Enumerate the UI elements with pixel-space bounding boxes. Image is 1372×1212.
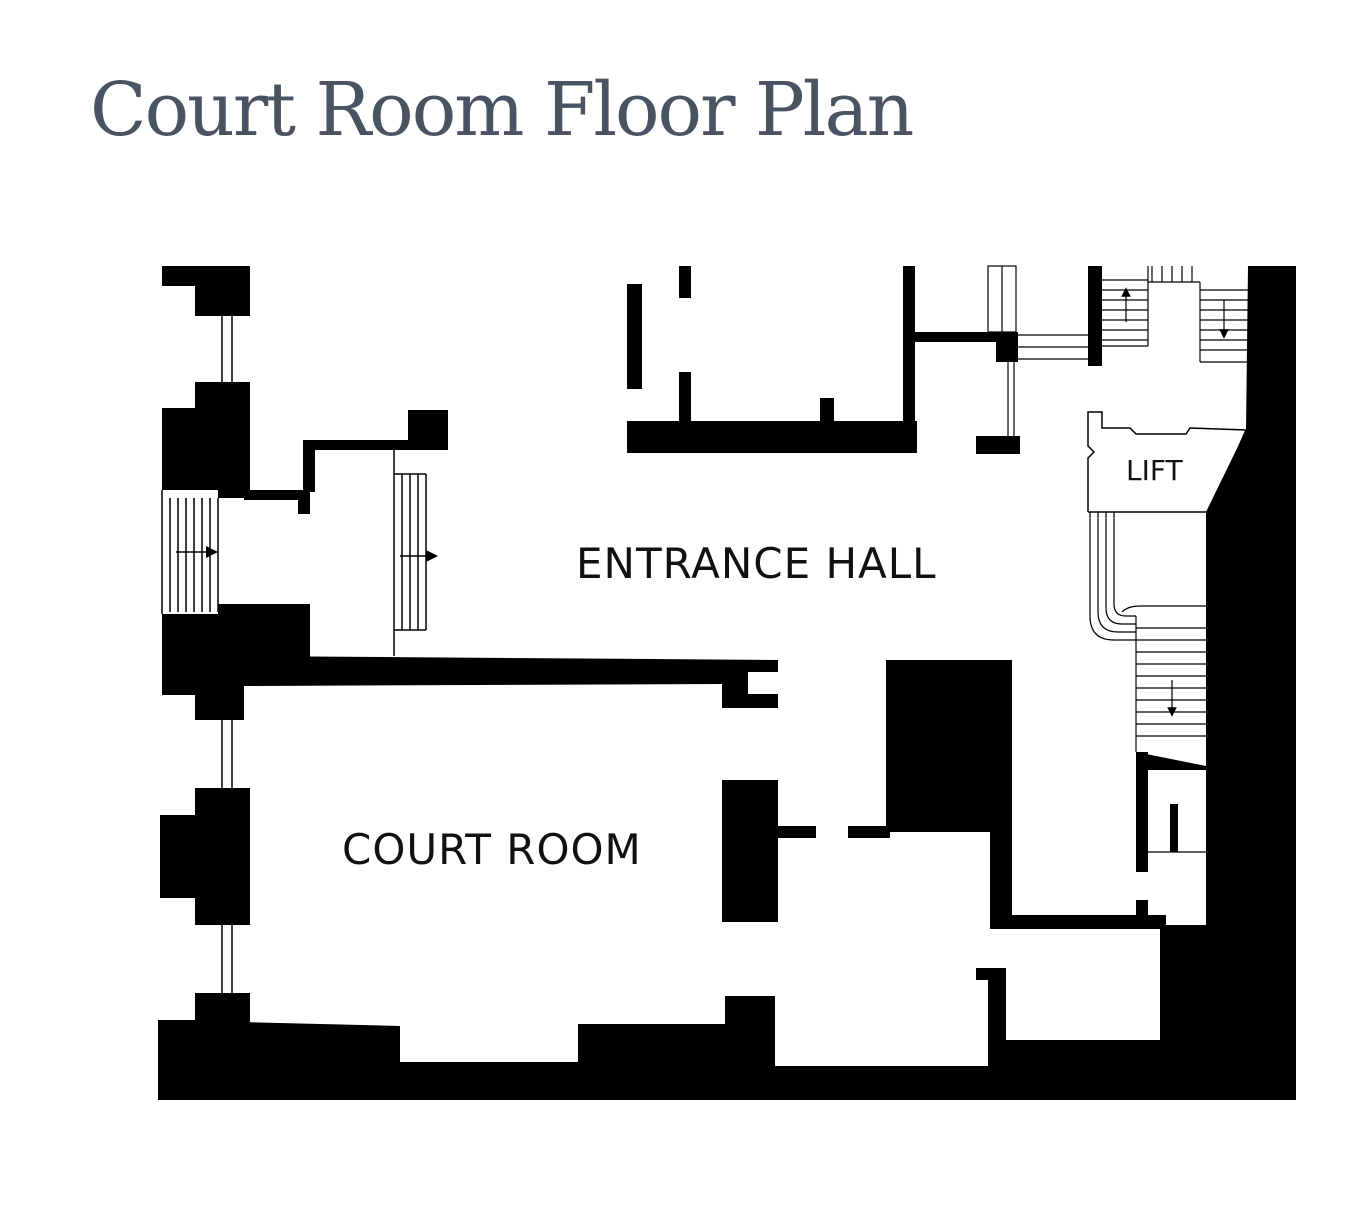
court-room-north-wall [244, 656, 778, 708]
curved-stair [1089, 512, 1206, 853]
left-wall-pier-1 [162, 266, 250, 316]
upper-stairs [987, 265, 1248, 440]
stair-landing-wall [1136, 752, 1206, 770]
left-wall-pier-6 [158, 1020, 208, 1040]
right-outer-wall [1160, 266, 1296, 1100]
doorway-wall-left [778, 826, 816, 838]
court-room-label: COURT ROOM [342, 825, 642, 874]
upper-corridor-post [996, 332, 1018, 362]
lower-room-stub [976, 968, 1006, 980]
stair-wall-left [1088, 266, 1102, 366]
upper-room-stub-small [820, 398, 834, 424]
central-core-block [886, 660, 1012, 918]
upper-room-wall-left [627, 284, 642, 389]
court-room-dais [722, 780, 778, 922]
upper-corridor-wall [903, 332, 1008, 342]
vestibule-top-return [298, 490, 310, 514]
entry-steps [161, 490, 219, 614]
lift-outline [1087, 411, 1248, 513]
stair-wall-lower [1136, 752, 1148, 872]
bottom-outer-wall [158, 996, 1160, 1100]
left-wall-pier-4 [160, 788, 250, 925]
left-wall-pier-2 [162, 382, 250, 498]
upper-room-stub-bottom [679, 372, 691, 424]
entrance-hall-label: ENTRANCE HALL [576, 539, 937, 588]
upper-room-wall-right [903, 266, 915, 453]
stair-post-1 [1170, 804, 1178, 852]
page-title: Court Room Floor Plan [90, 67, 914, 153]
lift-label: LIFT [1126, 454, 1183, 487]
stair-post-2 [1136, 900, 1148, 920]
doorway-wall-right [848, 826, 890, 838]
upper-room-south-wall [627, 421, 917, 453]
vestibule-top-wall [244, 490, 306, 500]
walls [158, 266, 1296, 1100]
lower-room-west-wall [988, 968, 1006, 1068]
lower-room-north-wall [990, 915, 1166, 929]
windows [221, 316, 233, 993]
upper-corridor-base [976, 436, 1020, 454]
porch-steps [393, 450, 438, 656]
left-wall-pier-3 [162, 604, 244, 720]
porch-wall [303, 410, 448, 492]
upper-room-stub-top [679, 266, 691, 298]
vestibule-bottom-wall [244, 604, 310, 660]
